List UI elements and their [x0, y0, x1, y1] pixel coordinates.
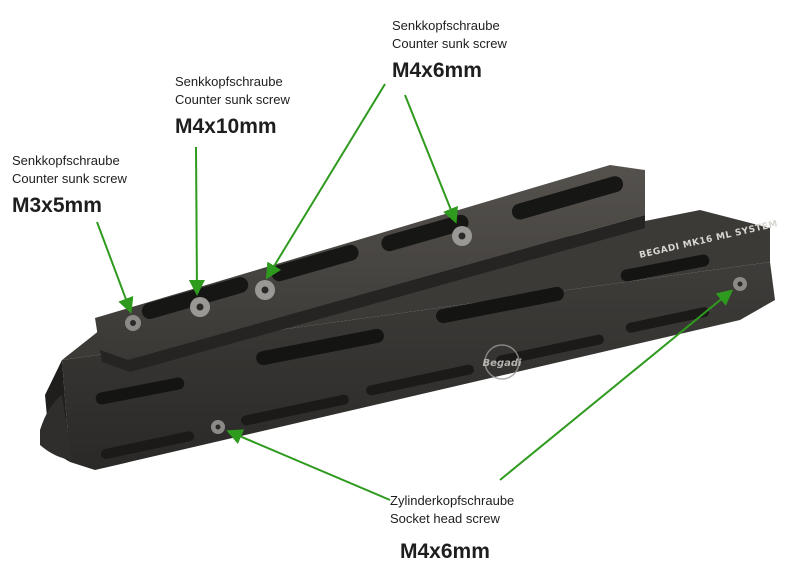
callout-english-label: Counter sunk screw [12, 171, 127, 186]
callout-english-label: Counter sunk screw [392, 36, 507, 51]
callout-m4x6-socket-head: Zylinderkopfschraube Socket head screw M… [390, 492, 514, 566]
arrow-m4x6-right [404, 94, 458, 224]
arrow-m4x6-left [265, 83, 386, 280]
side-rail-slots [95, 254, 710, 459]
screw-m4x6-counter-sunk-b [452, 226, 472, 246]
arrow-socket-front [226, 429, 391, 501]
screw-m3x5-counter-sunk [125, 315, 141, 331]
callout-german-label: Senkkopfschraube [392, 18, 500, 33]
arrow-m3x5 [96, 221, 134, 314]
callout-m4x6-counter-sunk: Senkkopfschraube Counter sunk screw M4x6… [392, 17, 507, 85]
screw-m4x10-counter-sunk [190, 297, 210, 317]
begadi-watermark-logo: Begadi [483, 344, 522, 380]
callout-m4x10: Senkkopfschraube Counter sunk screw M4x1… [175, 73, 290, 141]
screw-m4x6-socket-head-rear [733, 277, 747, 291]
arrow-socket-rear [499, 289, 734, 481]
callout-german-label: Senkkopfschraube [12, 153, 120, 168]
top-rail-slots [141, 176, 624, 319]
screw-m4x6-socket-head-front [211, 420, 225, 434]
callout-screw-size: M4x6mm [400, 540, 490, 563]
rail-side-face [62, 262, 775, 470]
watermark-text: Begadi [483, 358, 522, 369]
top-rail-plate-edge [100, 215, 645, 372]
top-rail-plate [95, 165, 645, 360]
arrow-m4x10 [188, 146, 205, 296]
callout-screw-size: M4x10mm [175, 115, 277, 138]
handguard-rail: BEGADI MK16 ML SYSTEM Begadi [40, 165, 779, 470]
callout-german-label: Zylinderkopfschraube [390, 493, 515, 508]
callout-german-label: Senkkopfschraube [175, 74, 283, 89]
callout-arrows [96, 83, 734, 501]
callout-english-label: Socket head screw [390, 511, 500, 526]
callout-m3x5: Senkkopfschraube Counter sunk screw M3x5… [12, 152, 127, 220]
callout-screw-size: M3x5mm [12, 194, 102, 217]
callout-english-label: Counter sunk screw [175, 92, 290, 107]
rail-front-bore [40, 395, 72, 460]
screw-m4x6-counter-sunk-a [255, 280, 275, 300]
callout-screw-size: M4x6mm [392, 59, 482, 82]
